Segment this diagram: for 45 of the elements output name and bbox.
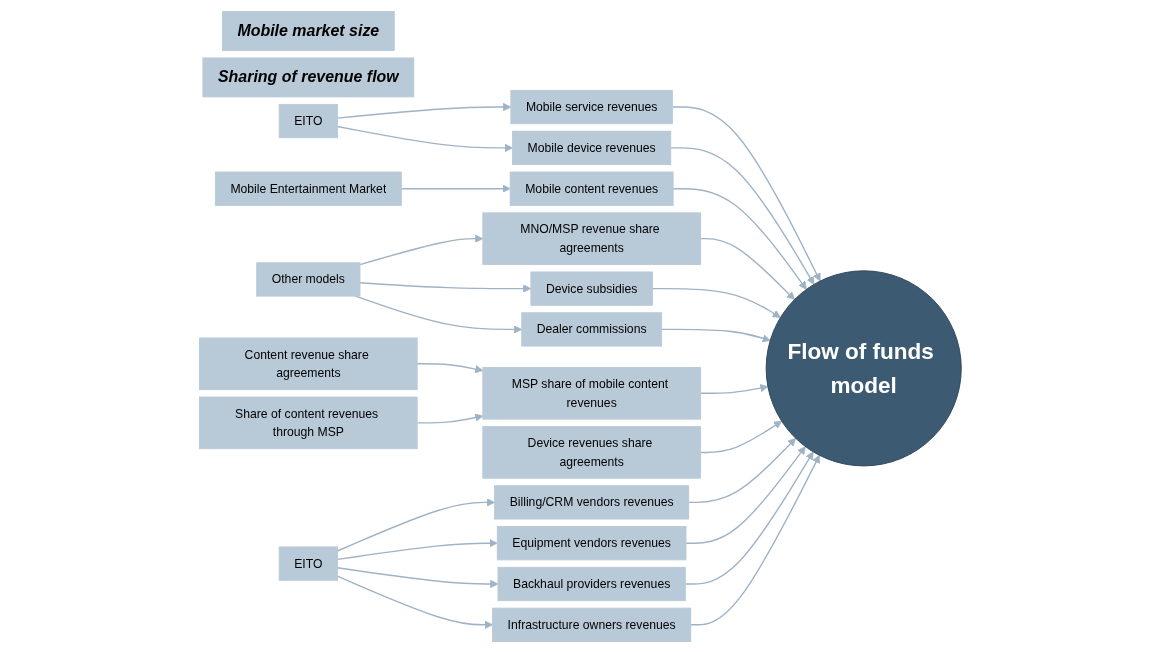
arrow [684,451,814,585]
arrow [358,281,531,293]
arrow [672,187,807,290]
node-box: MSP share of mobile content revenues [481,366,701,420]
arrow [689,454,820,626]
arrow [699,383,768,394]
node-box: Equipment vendors revenues [496,525,687,560]
arrow [416,362,483,373]
node-box: Dealer commissions [520,311,662,347]
arrow [699,420,782,453]
arrow [336,538,498,560]
arrow [354,294,522,334]
node-box: Infrastructure owners revenues [491,607,691,642]
arrow [699,237,795,300]
arrow [669,146,814,285]
node-box: Device revenues share agreements [481,425,701,479]
arrow [400,184,511,193]
node-box: Mobile content revenues [509,171,674,206]
node-circle: Flow of funds model [765,269,962,466]
arrow [416,413,483,424]
arrow [671,105,821,281]
node-box: Mobile device revenues [511,130,671,165]
node-box: Billing/CRM vendors revenues [493,484,689,519]
node-box: Backhaul providers revenues [497,566,686,601]
node-box: Device subsidies [530,271,653,306]
node-box: Other models [255,261,361,297]
arrow [651,287,781,318]
node-box: Share of content revenues through MSP [198,396,418,449]
node-box: Mobile Entertainment Market [214,171,402,206]
arrow [336,497,495,552]
node-box: Sharing of revenue flow [202,57,414,97]
node-box: EITO [278,546,338,581]
node-box: Mobile service revenues [510,89,673,124]
node-box: MNO/MSP revenue share agreements [481,211,701,265]
arrow [687,437,796,503]
node-box: EITO [278,103,338,138]
node-box: Content revenue share agreements [198,337,418,390]
arrow [660,328,771,342]
arrow [336,566,498,588]
arrow [336,102,511,119]
arrow [336,575,493,629]
arrow [358,234,483,265]
arrow [684,445,806,544]
arrow [336,125,513,152]
node-box: Mobile market size [221,10,395,51]
